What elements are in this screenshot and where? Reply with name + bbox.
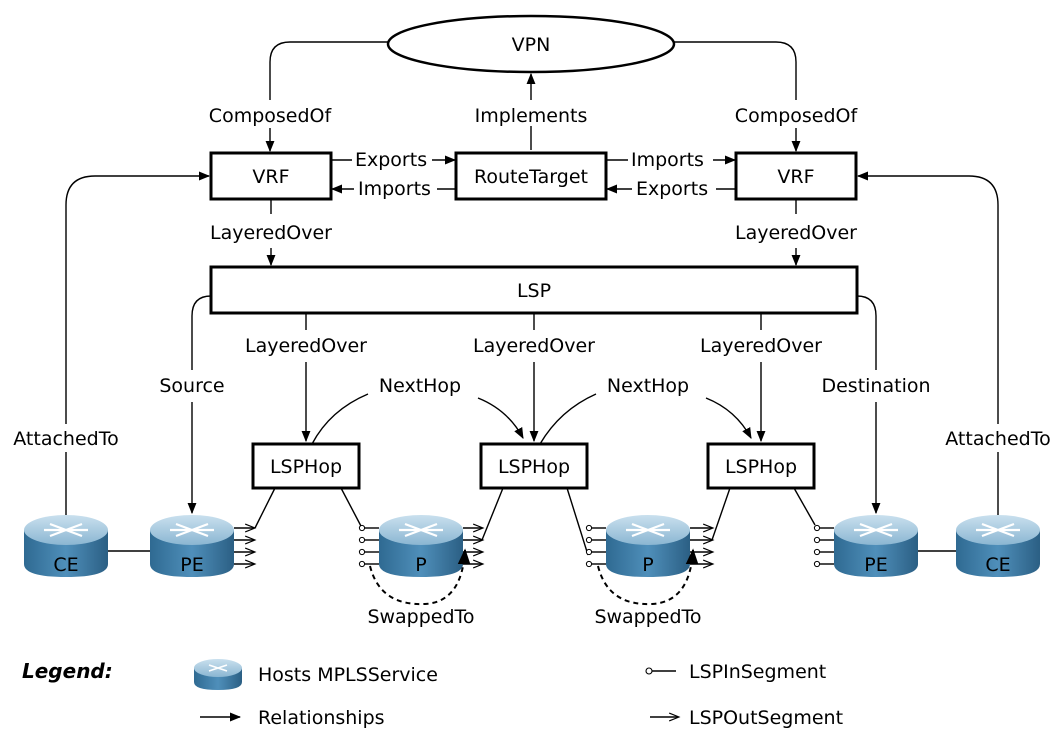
edge-destination — [856, 295, 877, 370]
router-p-1: P — [379, 515, 463, 577]
p-1-out-segments — [463, 528, 482, 564]
attached-to-left-bg — [2, 424, 130, 452]
layered-over-right-label: LayeredOver — [735, 222, 857, 244]
exports-right-label: Exports — [636, 178, 708, 200]
vpn-label: VPN — [512, 34, 551, 56]
legend-out-segment-label: LSPOutSegment — [689, 707, 843, 729]
lsphop-3-node — [706, 442, 816, 490]
swapped-to-1-label: SwappedTo — [367, 606, 474, 628]
lsphop-3-label: LSPHop — [725, 456, 797, 478]
edge-nexthop-2-b — [705, 397, 752, 439]
composed-of-left-label: ComposedOf — [209, 105, 333, 127]
p-2-label: P — [642, 554, 653, 576]
pe-right-label: PE — [864, 554, 887, 576]
route-target-label: RouteTarget — [474, 166, 588, 188]
attached-to-right-label: AttachedTo — [945, 428, 1050, 450]
nexthop-1-label: NextHop — [379, 375, 461, 397]
source-label: Source — [159, 375, 224, 397]
attached-to-left-label: AttachedTo — [13, 428, 118, 450]
destination-label: Destination — [821, 375, 930, 397]
nexthop-2-label: NextHop — [607, 375, 689, 397]
attached-to-right-bg — [934, 424, 1058, 452]
router-ce-left: CE — [24, 515, 108, 577]
layered-over-2-label: LayeredOver — [473, 335, 595, 357]
ce-right-label: CE — [985, 554, 1010, 576]
legend-router-icon — [194, 659, 242, 690]
router-ce-right: CE — [956, 515, 1040, 577]
vrf-left-label: VRF — [252, 166, 289, 188]
legend: Legend: Hosts MPLSService Relationships … — [22, 659, 843, 729]
pe-right-in-segments — [813, 524, 834, 568]
vrf-right-label: VRF — [777, 166, 814, 188]
lsphop-2-in-link — [566, 487, 589, 556]
ce-left-label: CE — [53, 554, 78, 576]
exports-left-label: Exports — [355, 149, 427, 171]
edge-swapped-to-1 — [369, 548, 471, 606]
edge-nexthop-1-a — [311, 393, 369, 445]
pe-left-label: PE — [180, 554, 203, 576]
swapped-to-2-label: SwappedTo — [594, 606, 701, 628]
lsphop-1-out-link — [254, 487, 276, 529]
legend-in-segment-label: LSPInSegment — [689, 661, 826, 683]
p-1-label: P — [415, 554, 426, 576]
legend-relationships-label: Relationships — [258, 707, 385, 729]
lsphop-3-out-link — [711, 487, 731, 541]
vrf-right-node — [734, 151, 858, 201]
edge-nexthop-1-b — [477, 397, 524, 439]
p-2-in-segments — [585, 524, 606, 568]
lsphop-1-node — [251, 442, 361, 490]
router-p-2: P — [606, 515, 690, 577]
layered-over-3-label: LayeredOver — [700, 335, 822, 357]
edge-composed-of-left — [269, 41, 388, 100]
lsphop-2-node — [479, 442, 589, 490]
layered-over-left-label: LayeredOver — [210, 222, 332, 244]
p-2-out-segments — [690, 528, 712, 564]
lsp-label: LSP — [517, 280, 551, 302]
lsphop-2-out-link — [481, 487, 504, 541]
lsphop-3-in-link — [793, 487, 816, 526]
legend-title: Legend: — [22, 659, 113, 683]
route-target-node — [454, 151, 608, 201]
legend-in-segment-icon — [645, 667, 653, 675]
imports-left-label: Imports — [358, 178, 431, 200]
lsp-node — [209, 265, 859, 315]
imports-right-label: Imports — [631, 149, 704, 171]
lsphop-2-label: LSPHop — [498, 456, 570, 478]
router-pe-left: PE — [150, 515, 234, 577]
vpn-node — [386, 14, 676, 74]
composed-of-right-label: ComposedOf — [735, 105, 859, 127]
edge-composed-of-right — [674, 41, 797, 100]
edge-attached-to-right — [856, 171, 999, 515]
implements-label: Implements — [475, 105, 588, 127]
edge-attached-to-left — [65, 171, 211, 515]
p-1-in-segments — [358, 524, 379, 568]
edge-swapped-to-2 — [597, 548, 699, 606]
legend-hosts-label: Hosts MPLSService — [258, 664, 438, 686]
router-pe-right: PE — [834, 515, 918, 577]
edge-source — [191, 295, 212, 370]
lsphop-1-in-link — [340, 487, 363, 529]
layered-over-1-label: LayeredOver — [245, 335, 367, 357]
pe-left-out-segments — [234, 528, 254, 564]
lsphop-1-label: LSPHop — [270, 456, 342, 478]
edge-nexthop-2-a — [539, 393, 597, 445]
